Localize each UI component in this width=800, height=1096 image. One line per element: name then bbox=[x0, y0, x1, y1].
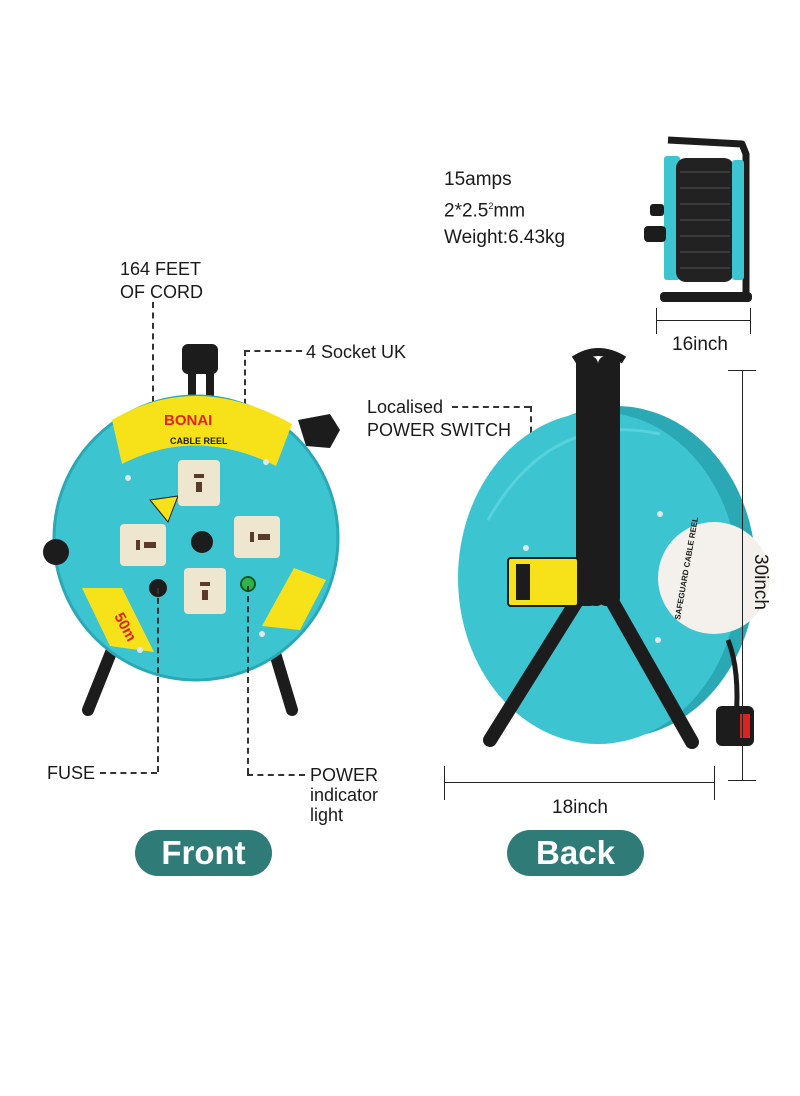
back-view-label: Back bbox=[507, 830, 644, 876]
back-reel-illustration: SAFEGUARD CABLE REEL bbox=[458, 348, 770, 749]
width-tick-left bbox=[444, 766, 445, 800]
switch-leader bbox=[452, 406, 530, 408]
fuse-leader-vertical bbox=[157, 588, 159, 772]
power-light-line2: indicator bbox=[310, 785, 379, 805]
depth-tick-left bbox=[656, 308, 657, 334]
socket-leader bbox=[244, 350, 302, 352]
power-light-leader bbox=[247, 774, 305, 776]
specs-block: 15amps 2*2.52mm Weight:6.43kg bbox=[444, 166, 565, 251]
height-tick-top bbox=[728, 370, 756, 371]
width-dimension-label: 18inch bbox=[552, 797, 608, 818]
height-tick-bottom bbox=[728, 780, 756, 781]
power-light-leader-vertical bbox=[247, 586, 249, 774]
depth-dimension-line bbox=[656, 320, 750, 321]
front-reel-illustration: BONAI CABLE REEL 50m bbox=[43, 344, 340, 716]
width-dimension-line bbox=[444, 782, 714, 783]
cord-length-line1: 164 FEET bbox=[120, 259, 202, 279]
cable-spec-value: 2*2.5 bbox=[444, 200, 489, 222]
front-view-label: Front bbox=[135, 830, 272, 876]
amps-spec: 15amps bbox=[444, 169, 512, 190]
depth-tick-right bbox=[750, 308, 751, 334]
cord-leader bbox=[152, 302, 154, 402]
socket-callout: 4 Socket UK bbox=[306, 342, 407, 362]
cord-length-callout: 164 FEET OF CORD bbox=[120, 258, 203, 304]
depth-dimension-label: 16inch bbox=[672, 334, 728, 355]
fuse-leader bbox=[100, 772, 157, 774]
switch-line1: Localised bbox=[367, 397, 444, 417]
power-light-line1: POWER bbox=[310, 765, 379, 785]
brand-text: BONAI bbox=[164, 412, 212, 429]
height-dimension-line bbox=[742, 370, 743, 780]
power-light-line3: light bbox=[310, 805, 344, 825]
power-light-callout: POWER indicator light bbox=[310, 765, 378, 825]
cable-spec-sup: 2 bbox=[488, 201, 494, 211]
fuse-callout: FUSE bbox=[47, 763, 96, 783]
cord-length-line2: OF CORD bbox=[120, 282, 203, 302]
reel-label-text: CABLE REEL bbox=[170, 436, 228, 446]
weight-spec: Weight:6.43kg bbox=[444, 227, 566, 249]
cable-spec-unit: mm bbox=[493, 200, 526, 222]
switch-callout: Localised POWER SWITCH bbox=[367, 396, 511, 442]
cable-spec: 2*2.52mm bbox=[444, 193, 565, 224]
height-dimension-label: 30inch bbox=[750, 554, 771, 610]
width-tick-right bbox=[714, 766, 715, 800]
side-reel-illustration bbox=[644, 136, 752, 302]
switch-line2: POWER SWITCH bbox=[367, 420, 511, 440]
